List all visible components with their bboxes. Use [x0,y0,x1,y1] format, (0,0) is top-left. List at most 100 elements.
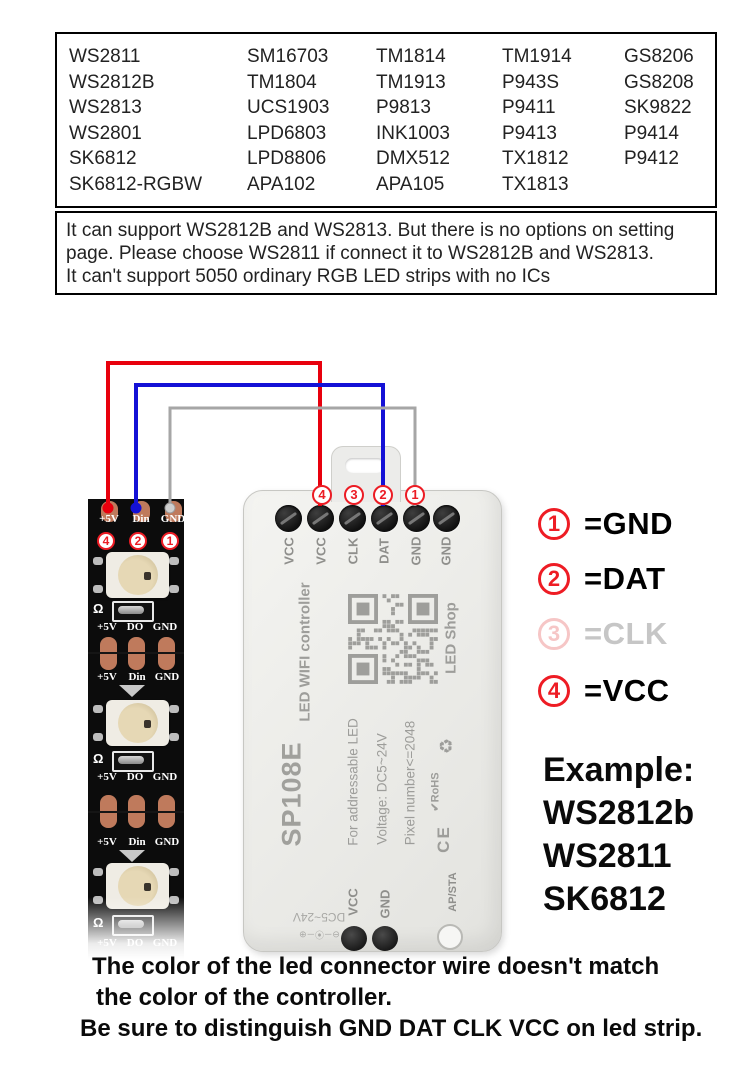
strip-label-in-din: Din [128,671,146,683]
strip-label-do: DO [126,937,144,949]
example-item: WS2811 [543,837,672,875]
strip-label-do: DO [126,621,144,633]
bottom-note-line1: The color of the led connector wire does… [92,953,660,980]
dc-polarity-icon: ⊖─⦿─⊕ [298,929,340,940]
chip: SM16703 [247,46,329,67]
terminal-label: GND [438,536,454,566]
support-note: It can support WS2812B and WS2813. But t… [55,211,717,295]
led-chip [106,863,169,909]
example-item: SK6812 [543,880,666,918]
terminal-label: DAT [376,538,392,564]
spec-pixel-number: Pixel number<=2048 [402,720,418,846]
controller-title: LED WIFI controller [296,582,314,722]
strip-marker-2: 2 [129,532,147,550]
led-chip [106,552,169,598]
strip-label-in-5v: +5V [97,671,117,683]
sp108e-controller: VCC VCC CLK DAT GND GND SP108E LED WIFI … [243,446,502,952]
strip-label-gnd: GND [160,513,186,525]
terminal-screw-gnd2 [433,505,460,532]
strip-cut-line [88,811,184,813]
strip-label-out-5v: +5V [97,771,117,783]
power-input-label: DC5~24V [292,910,346,924]
strip-label-out-5v: +5V [97,621,117,633]
strip-label-out-5v: +5V [97,937,117,949]
recycle-icon: ♻ [436,737,457,755]
terminal-screw-clk [339,505,366,532]
terminal-label: CLK [345,537,361,565]
example-title: Example: [543,751,695,789]
ohm-symbol: Ω [93,751,104,766]
legend-circle-4: 4 [538,675,570,707]
qr-code [348,594,438,684]
chip: TM1914 [502,46,572,67]
apsta-button[interactable] [437,924,463,950]
legend-label-clk: =CLK [584,616,668,651]
chip: WS2811 [69,46,141,67]
chip: SK6812 [69,148,137,169]
support-note-line: It can't support 5050 ordinary RGB LED s… [66,266,551,287]
chip: APA102 [247,173,316,195]
chip: WS2813 [69,97,142,118]
resistor [112,751,154,772]
chip: P9414 [624,122,679,144]
legend-circle-2: 2 [538,563,570,595]
led-strip: +5V Din GND 4 2 1 Ω +5V DO GND +5V Din G… [88,499,186,959]
chip: SK9822 [624,97,692,118]
terminal-screw-dat [371,505,398,532]
strip-marker-4: 4 [97,532,115,550]
power-terminal-label-gnd: GND [377,889,393,919]
legend-label-dat: =DAT [584,561,666,596]
support-note-line: page. Please choose WS2811 if connect it… [66,243,654,264]
strip-cut-line [88,652,184,654]
terminal-label: GND [408,536,424,566]
legend-label-vcc: =VCC [584,673,670,708]
bottom-note-line3: Be sure to distinguish GND DAT CLK VCC o… [80,1015,703,1042]
legend-clk: 3 =CLK [538,616,668,652]
chip: P9813 [376,97,431,118]
example-item: WS2812b [543,794,695,832]
brand-label: LED Shop [442,602,460,674]
chip: P9413 [502,122,557,144]
chip: P9412 [624,148,679,169]
controller-model: SP108E [276,741,307,847]
controller-marker-2: 2 [373,485,393,505]
support-note-line: It can support WS2812B and WS2813. But t… [66,220,675,241]
legend-gnd: 1 =GND [538,506,673,542]
example-block: Example: WS2812b WS2811 SK6812 [543,749,694,921]
led-chip [106,700,169,746]
power-terminal-label-vcc: VCC [345,888,361,916]
direction-arrow-icon [119,850,145,862]
ohm-symbol: Ω [93,601,104,616]
chip: GS8208 [624,71,694,93]
legend-dat: 2 =DAT [538,561,666,597]
resistor [112,915,154,936]
strip-label-in-din: Din [128,836,146,848]
power-terminal-gnd [372,926,398,951]
spec-addressable: For addressable LED [345,718,361,846]
strip-label-out-gnd: GND [152,621,178,633]
chip: TX1813 [502,173,569,195]
chip: P943S [502,71,560,93]
strip-label-in-gnd: GND [154,671,180,683]
chip: UCS1903 [247,97,330,118]
terminal-label: VCC [281,537,297,565]
chip: TM1814 [376,46,446,67]
terminal-screw-gnd1 [403,505,430,532]
strip-label-in-gnd: GND [154,836,180,848]
chip: WS2801 [69,122,142,144]
controller-marker-1: 1 [405,485,425,505]
ohm-symbol: Ω [93,915,104,930]
strip-label-5v: +5V [99,513,119,525]
chip: P9411 [502,97,556,118]
chip: TM1913 [376,71,446,93]
chip: GS8206 [624,46,694,67]
chip: LPD6803 [247,122,327,144]
strip-label-out-gnd: GND [152,937,178,949]
controller-marker-3: 3 [344,485,364,505]
chip: DMX512 [376,148,450,169]
